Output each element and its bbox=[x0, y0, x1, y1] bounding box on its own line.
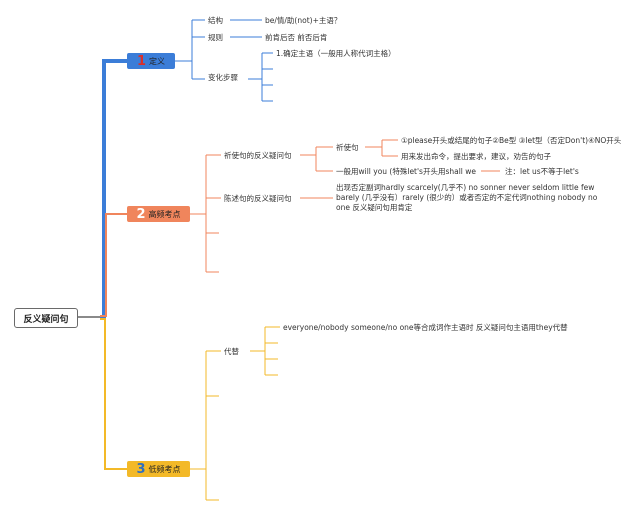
trunk-orange bbox=[100, 213, 127, 317]
node-step-1[interactable]: 1.确定主语（一般用人称代词主格） bbox=[276, 49, 396, 58]
node-structure-value[interactable]: be/情/助(not)+主语？ bbox=[265, 16, 342, 25]
category-number: 2 bbox=[136, 206, 146, 222]
node-rule[interactable]: 规则 bbox=[208, 33, 223, 42]
category-label: 高频考点 bbox=[148, 209, 181, 219]
node-statement-detail[interactable]: 出现否定副词hardly scarcely(几乎不) no sonner nev… bbox=[336, 183, 598, 213]
node-steps[interactable]: 变化步骤 bbox=[208, 73, 238, 82]
node-imperative-sub[interactable]: 祈使句 bbox=[336, 143, 359, 152]
trunk-blue bbox=[100, 59, 127, 320]
category-label: 低频考点 bbox=[148, 464, 181, 474]
node-rule-value[interactable]: 前肯后否 前否后肯 bbox=[265, 33, 328, 42]
category-low-frequency[interactable]: 3 低频考点 bbox=[127, 461, 190, 477]
root-node[interactable]: 反义疑问句 bbox=[14, 308, 78, 328]
node-general-rule[interactable]: 一般用will you (特殊let's开头用shall we bbox=[336, 167, 477, 176]
node-statement[interactable]: 陈述句的反义疑问句 bbox=[224, 194, 292, 203]
category-high-frequency[interactable]: 2 高频考点 bbox=[127, 206, 190, 222]
node-pronoun-detail[interactable]: everyone/nobody someone/no one等合成词作主语时 反… bbox=[283, 323, 568, 332]
root-label: 反义疑问句 bbox=[23, 314, 69, 325]
category-label: 定义 bbox=[149, 56, 166, 66]
node-pronoun[interactable]: 代替 bbox=[224, 347, 239, 356]
node-imperative[interactable]: 祈使句的反义疑问句 bbox=[224, 151, 292, 160]
category-definition[interactable]: 1 定义 bbox=[127, 53, 175, 69]
node-imperative-detail-2[interactable]: 用来发出命令，提出要求，建议，劝告的句子 bbox=[401, 152, 551, 161]
node-imperative-detail-1[interactable]: ①please开头或结尾的句子②Be型 ③let型（否定Don't)④NO开头 bbox=[401, 136, 622, 145]
category-number: 3 bbox=[136, 461, 146, 477]
node-note[interactable]: 注：let us不等于let's bbox=[505, 167, 579, 176]
trunk-yellow bbox=[100, 318, 127, 470]
category-number: 1 bbox=[136, 53, 147, 69]
node-structure[interactable]: 结构 bbox=[208, 16, 223, 25]
